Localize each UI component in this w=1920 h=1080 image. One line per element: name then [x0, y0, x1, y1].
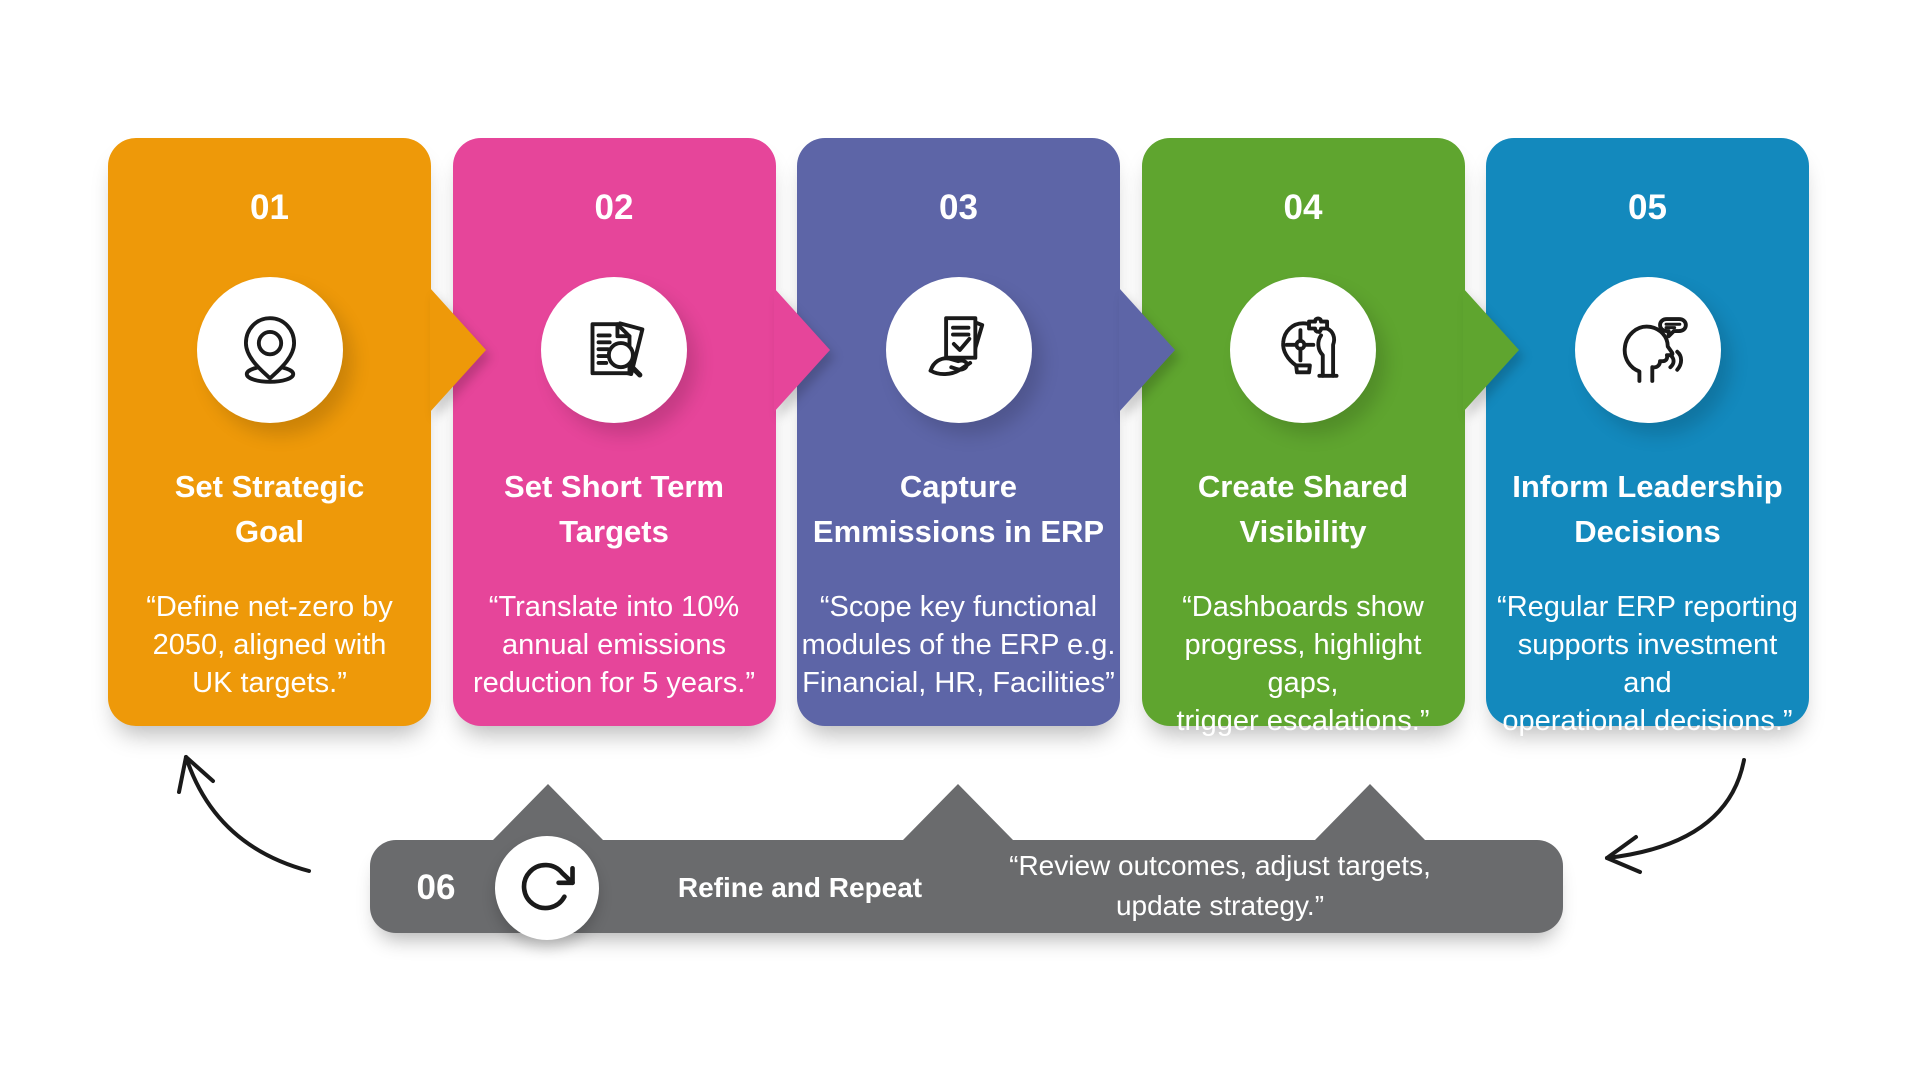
step-number: 03 — [939, 188, 978, 227]
step-title: Capture Emmissions in ERP — [812, 469, 1105, 549]
location-pin-icon — [227, 307, 313, 393]
step-icon-circle — [541, 277, 687, 423]
step-icon-circle — [885, 277, 1032, 423]
step-connector-chevron-icon — [430, 288, 486, 412]
loop-step-number: 06 — [416, 868, 456, 907]
step-icon-circle — [1574, 277, 1721, 423]
puzzle-lightbulb-hand-icon — [1260, 307, 1346, 393]
step-number: 05 — [1628, 188, 1667, 227]
step-number: 04 — [1283, 188, 1323, 227]
step-quote: “Define net-zero by 2050, aligned with U… — [146, 591, 393, 699]
loop-icon-circle — [495, 836, 599, 940]
step-title: Create Shared Visibility — [1197, 469, 1409, 549]
step-title: Inform Leadership Decisions — [1512, 469, 1783, 549]
speaking-head-icon — [1605, 307, 1691, 393]
loop-back-arrow-right — [1605, 758, 1746, 874]
loop-bar-peak — [1315, 784, 1425, 840]
loop-back-arrow-left — [177, 755, 311, 873]
step-title: Set Short Term Targets — [504, 469, 724, 549]
step-card-02: 02 Set Short Term Targets “Translate int… — [452, 138, 776, 726]
step-title: Set Strategic Goal — [174, 469, 365, 549]
loop-bar-peak — [903, 784, 1013, 840]
step-card-05: 05 Inform Leadership Decisions “Regular … — [1486, 138, 1809, 737]
step-quote: “Translate into 10% annual emissions red… — [472, 591, 756, 699]
steps-row: 01 Set Strategic Goal “Define net-zero b… — [108, 138, 1809, 737]
loop-bar-peak — [493, 784, 603, 840]
step-card-03: 03 Capture Emmissions in ERP “Scope key … — [797, 138, 1120, 726]
step-quote: “Scope key functional modules of the ERP… — [801, 591, 1116, 699]
step-quote: “Regular ERP reporting supports investme… — [1497, 591, 1798, 737]
step-connector-chevron-icon — [774, 288, 830, 412]
step-icon-circle — [196, 277, 343, 423]
step-quote: “Dashboards show progress, highlight gap… — [1176, 591, 1430, 737]
step-number: 01 — [250, 188, 289, 227]
step-card-04: 04 Create Shared Visibility “Dashboards … — [1141, 138, 1465, 737]
document-hand-icon — [916, 307, 1002, 393]
loop-quote: “Review outcomes, adjust targets, update… — [1009, 850, 1431, 921]
refresh-arrow-icon — [518, 859, 576, 917]
step-card-01: 01 Set Strategic Goal “Define net-zero b… — [108, 138, 431, 726]
step-connector-chevron-icon — [1119, 288, 1175, 412]
step-connector-chevron-icon — [1463, 288, 1519, 412]
loop-title: Refine and Repeat — [677, 872, 923, 903]
step-number: 02 — [594, 188, 634, 227]
step-icon-circle — [1230, 277, 1376, 423]
document-search-icon — [571, 307, 657, 393]
